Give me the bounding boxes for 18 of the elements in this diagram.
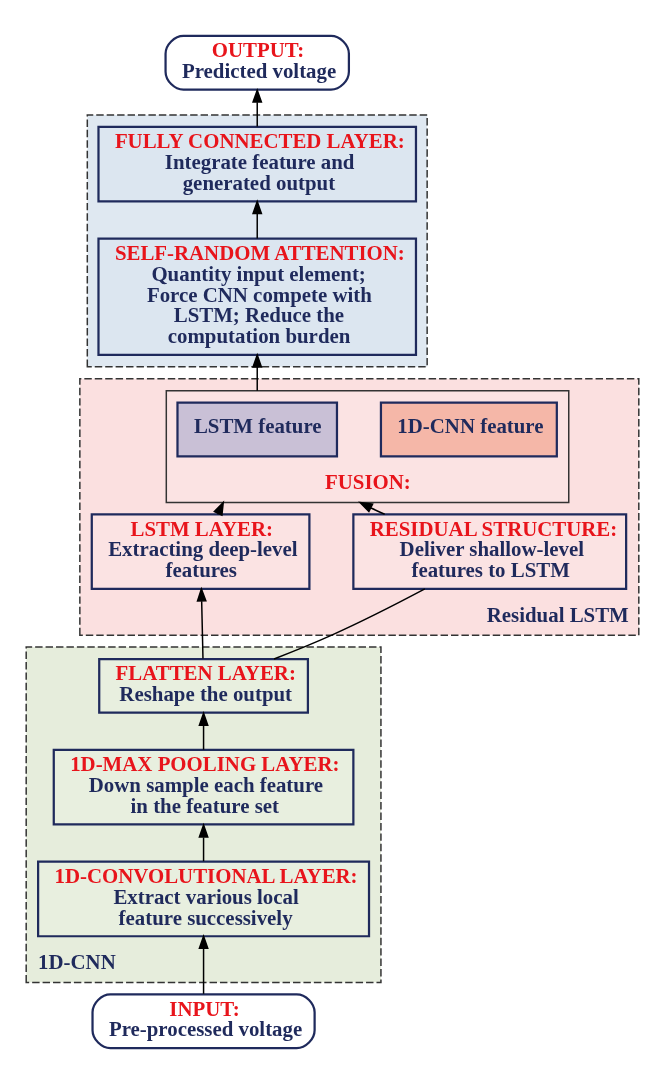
arrow [196,586,207,660]
node-box: 1D-CNN feature [379,401,558,458]
arrow [198,934,209,995]
node-box: FLATTEN LAYER: Reshape the output [98,657,310,714]
arrow [198,822,209,862]
node-box: SELF-RANDOM ATTENTION: Quantity input element; Force CNN compete with LSTM; Reduce the computation burden [97,237,418,357]
arrow [252,87,263,128]
node-box: RESIDUAL STRUCTURE: Deliver shallow-level features to LSTM [352,513,628,591]
node-box: LSTM feature [176,401,339,458]
node-box: 1D-MAX POOLING LAYER: Down sample each feature in the feature set [52,748,355,826]
node-box: 1D-CONVOLUTIONAL LAYER: Extract various local feature successively [37,860,371,938]
arrow [252,199,263,240]
arrow [198,710,209,751]
node-box: OUTPUT: Predicted voltage [164,34,350,91]
node-box: FULLY CONNECTED LAYER: Integrate feature and generated output [97,125,418,203]
arrow [252,352,263,392]
node-box: INPUT: Pre-processed voltage [91,993,316,1050]
arrow [358,501,386,515]
